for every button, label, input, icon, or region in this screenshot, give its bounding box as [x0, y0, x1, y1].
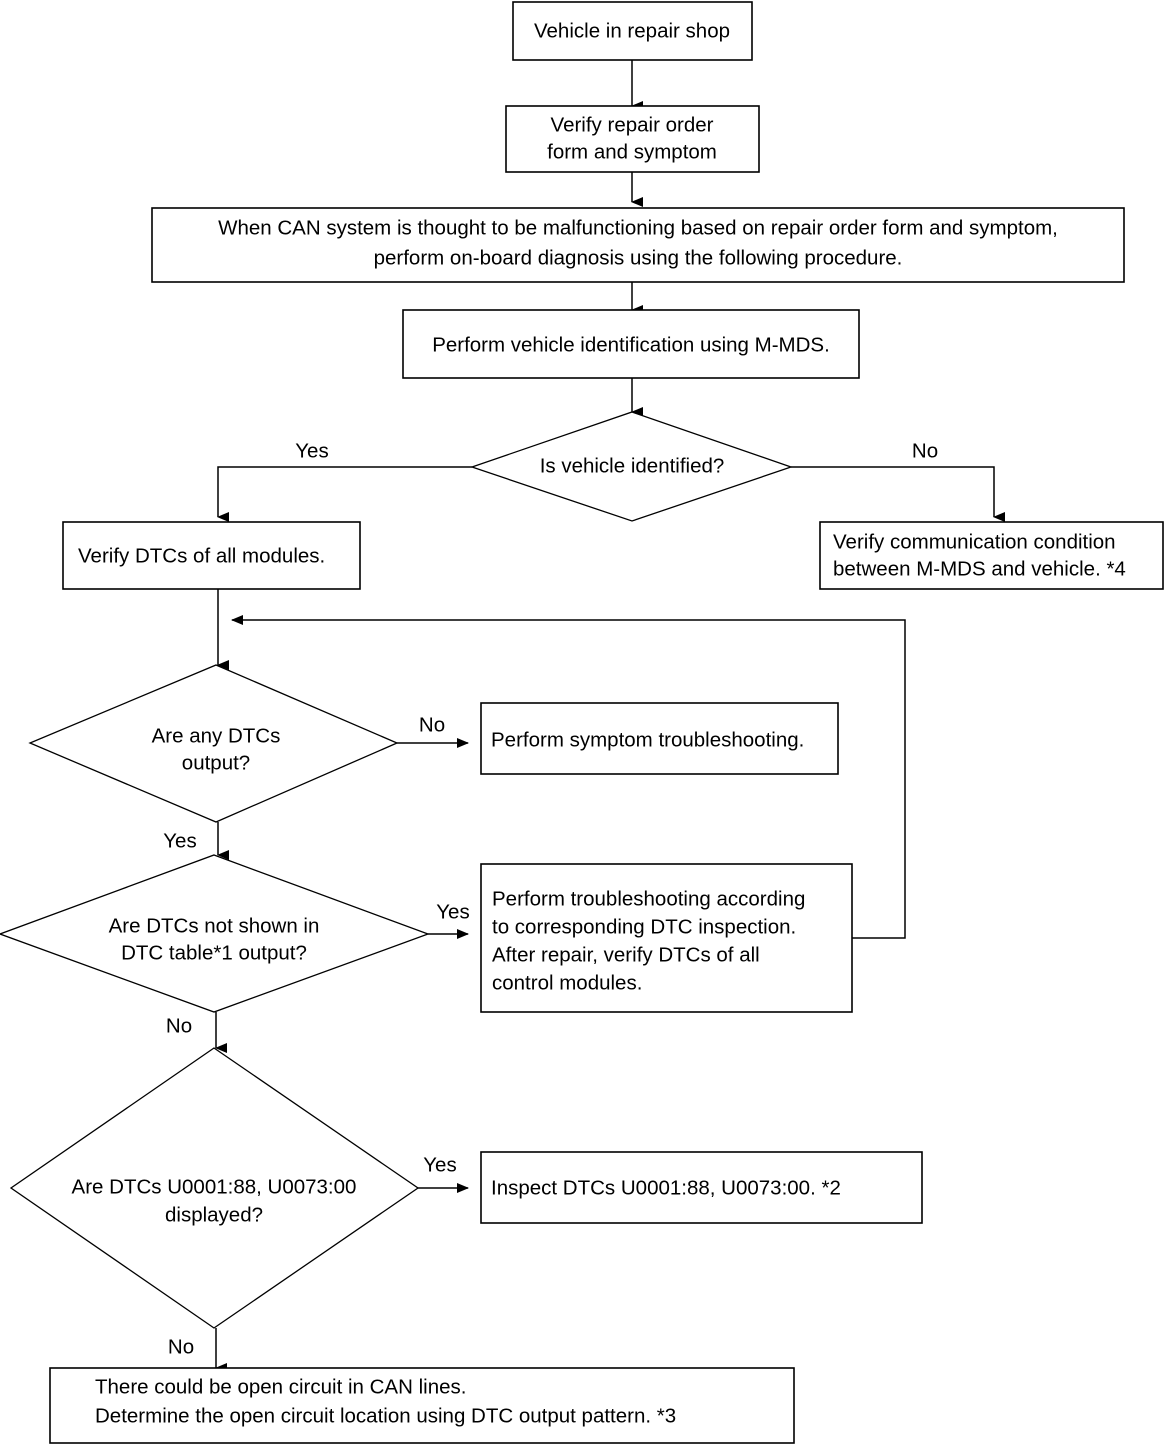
inspect-dtcs-label: Inspect DTCs U0001:88, U0073:00. *2	[491, 1176, 841, 1199]
edge-label-dtcs-displayed-yes: Yes	[423, 1153, 456, 1176]
node-open-circuit[interactable]: There could be open circuit in CAN lines…	[49, 1367, 795, 1444]
node-symptom-troubleshooting[interactable]: Perform symptom troubleshooting.	[480, 702, 839, 775]
symptom-troubleshooting-box[interactable]	[480, 702, 839, 775]
edge-label-layer: Yes No No Yes Yes No Yes No	[163, 439, 938, 1358]
edge-vehicle-identified-yes	[217, 466, 472, 522]
node-perform-troubleshooting[interactable]: Perform troubleshooting according to cor…	[480, 863, 853, 1013]
can-note-line-2: perform on-board diagnosis using the fol…	[374, 246, 903, 269]
dtcs-not-shown-diamond[interactable]	[0, 854, 430, 1013]
dtcs-not-shown-line-2: DTC table*1 output?	[121, 941, 307, 964]
is-vehicle-identified-diamond[interactable]	[469, 411, 794, 522]
perform-troubleshooting-line-2: to corresponding DTC inspection.	[492, 915, 796, 938]
perform-troubleshooting-line-3: After repair, verify DTCs of all	[492, 943, 760, 966]
can-note-box[interactable]	[151, 207, 1125, 283]
perform-troubleshooting-box[interactable]	[480, 863, 853, 1013]
edge-label-dtcs-not-shown-yes: Yes	[436, 900, 469, 923]
node-start[interactable]: Vehicle in repair shop	[512, 1, 753, 61]
vehicle-id-label: Perform vehicle identification using M-M…	[432, 333, 830, 356]
node-dtcs-displayed[interactable]: Are DTCs U0001:88, U0073:00 displayed?	[9, 1047, 420, 1329]
verify-dtcs-modules-label: Verify DTCs of all modules.	[78, 544, 325, 567]
any-dtcs-output-diamond[interactable]	[28, 664, 399, 823]
any-dtcs-output-line-1: Are any DTCs	[152, 724, 281, 747]
dtcs-displayed-line-2: displayed?	[165, 1203, 263, 1226]
node-is-vehicle-identified[interactable]: Is vehicle identified?	[469, 411, 794, 522]
edge-feedback-loop	[231, 615, 906, 939]
start-box[interactable]	[512, 1, 753, 61]
verify-dtcs-modules-box[interactable]	[62, 521, 361, 590]
edge-label-dtcs-not-shown-no: No	[166, 1014, 192, 1037]
node-dtcs-not-shown[interactable]: Are DTCs not shown in DTC table*1 output…	[0, 854, 430, 1013]
dtcs-not-shown-line-1: Are DTCs not shown in	[109, 914, 320, 937]
dtcs-displayed-line-1: Are DTCs U0001:88, U0073:00	[72, 1175, 357, 1198]
edge-label-vehicle-identified-no: No	[912, 439, 938, 462]
node-verify-communication[interactable]: Verify communication condition between M…	[819, 521, 1164, 590]
symptom-troubleshooting-label: Perform symptom troubleshooting.	[491, 728, 804, 751]
node-inspect-dtcs[interactable]: Inspect DTCs U0001:88, U0073:00. *2	[480, 1151, 923, 1224]
edge-vehicle-identified-no	[791, 466, 1005, 522]
verify-communication-line-2: between M-MDS and vehicle. *4	[833, 557, 1126, 580]
node-vehicle-id[interactable]: Perform vehicle identification using M-M…	[402, 309, 860, 379]
edge-label-dtcs-displayed-no: No	[168, 1335, 194, 1358]
perform-troubleshooting-line-4: control modules.	[492, 971, 642, 994]
node-any-dtcs-output[interactable]: Are any DTCs output?	[28, 664, 399, 823]
edge-label-vehicle-identified-yes: Yes	[295, 439, 328, 462]
vehicle-id-box[interactable]	[402, 309, 860, 379]
edge-label-any-dtcs-no: No	[419, 713, 445, 736]
start-label: Vehicle in repair shop	[534, 19, 730, 42]
open-circuit-box[interactable]	[49, 1367, 795, 1444]
verify-communication-line-1: Verify communication condition	[833, 530, 1116, 553]
any-dtcs-output-line-2: output?	[182, 751, 250, 774]
edge-label-any-dtcs-yes: Yes	[163, 829, 196, 852]
open-circuit-line-2: Determine the open circuit location usin…	[95, 1404, 676, 1427]
inspect-dtcs-box[interactable]	[480, 1151, 923, 1224]
verify-order-line-1: Verify repair order	[551, 113, 714, 136]
open-circuit-line-1: There could be open circuit in CAN lines…	[95, 1375, 466, 1398]
node-verify-dtcs-modules[interactable]: Verify DTCs of all modules.	[62, 521, 361, 590]
node-verify-order[interactable]: Verify repair order form and symptom	[505, 105, 760, 173]
verify-communication-box[interactable]	[819, 521, 1164, 590]
node-can-note[interactable]: When CAN system is thought to be malfunc…	[151, 207, 1125, 283]
verify-order-line-2: form and symptom	[547, 140, 717, 163]
is-vehicle-identified-label: Is vehicle identified?	[540, 454, 725, 477]
verify-order-box[interactable]	[505, 105, 760, 173]
connector-layer	[215, 60, 1005, 1373]
can-note-line-1: When CAN system is thought to be malfunc…	[218, 216, 1058, 239]
dtcs-displayed-diamond[interactable]	[9, 1047, 420, 1329]
perform-troubleshooting-line-1: Perform troubleshooting according	[492, 887, 805, 910]
